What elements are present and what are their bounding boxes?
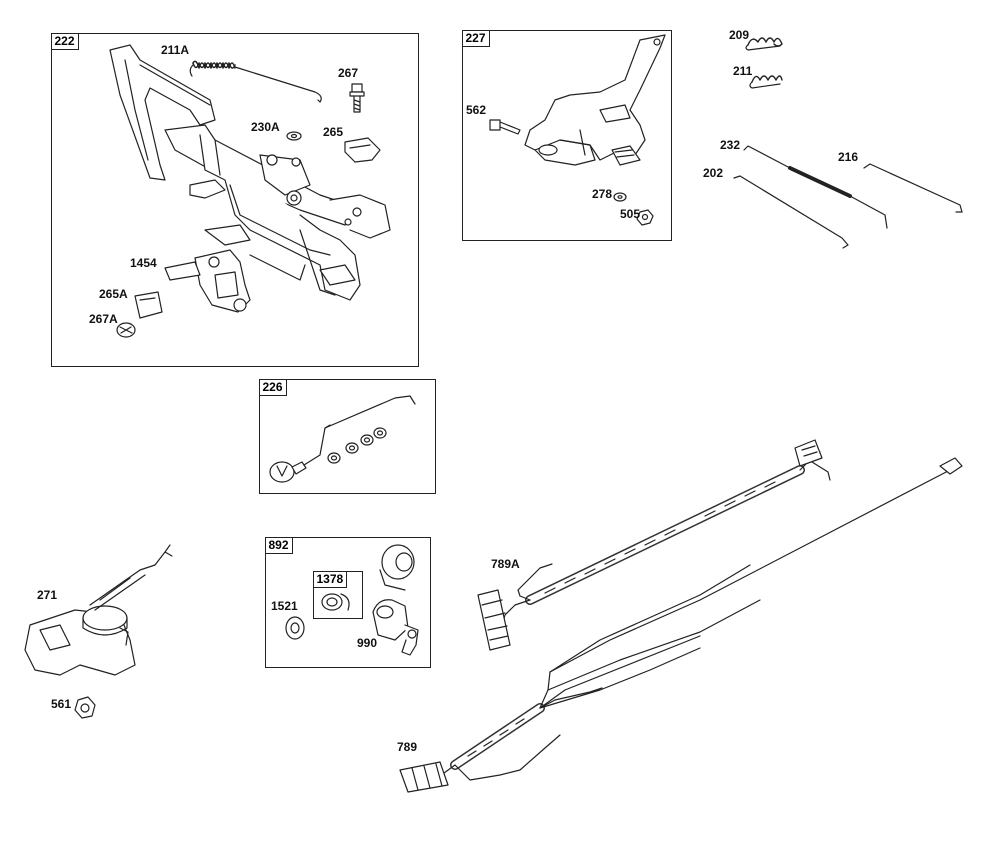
control-bracket-drawing bbox=[109, 44, 391, 338]
harness-789-drawing bbox=[399, 457, 963, 793]
harness-789A-drawing bbox=[477, 439, 831, 651]
group-box-227: 227 bbox=[461, 29, 672, 241]
group-tag-1378: 1378 bbox=[312, 570, 348, 588]
callout-230A: 230A bbox=[251, 120, 280, 134]
callout-267A: 267A bbox=[89, 312, 118, 326]
group-box-1378: 1378 bbox=[312, 570, 363, 619]
callout-265: 265 bbox=[323, 125, 344, 139]
callout-202: 202 bbox=[703, 166, 724, 180]
choke-control-drawing bbox=[269, 395, 416, 483]
callout-789: 789 bbox=[397, 740, 418, 754]
throttle-control-drawing bbox=[24, 544, 173, 719]
callout-1521: 1521 bbox=[271, 599, 298, 613]
callout-278: 278 bbox=[592, 187, 613, 201]
ignition-switch-drawing bbox=[285, 544, 419, 656]
group-tag-226: 226 bbox=[258, 378, 287, 396]
callout-789A: 789A bbox=[491, 557, 520, 571]
group-box-226: 226 bbox=[258, 378, 436, 494]
group-box-892: 892 bbox=[264, 536, 431, 668]
group-tag-222: 222 bbox=[50, 32, 79, 50]
group-tag-892: 892 bbox=[264, 536, 293, 554]
callout-562: 562 bbox=[466, 103, 487, 117]
group-tag-227: 227 bbox=[461, 29, 490, 47]
callout-211A: 211A bbox=[161, 43, 190, 57]
callout-209: 209 bbox=[729, 28, 750, 42]
callout-211: 211 bbox=[733, 64, 753, 78]
callout-265A: 265A bbox=[99, 287, 128, 301]
callout-990: 990 bbox=[357, 636, 378, 650]
springs-rods-drawing bbox=[733, 37, 963, 249]
control-plate-drawing bbox=[489, 34, 666, 226]
callout-561: 561 bbox=[51, 697, 72, 711]
callout-1454: 1454 bbox=[130, 256, 157, 270]
callout-232: 232 bbox=[720, 138, 741, 152]
callout-216: 216 bbox=[838, 150, 859, 164]
callout-505: 505 bbox=[620, 207, 641, 221]
callout-267: 267 bbox=[338, 66, 359, 80]
group-box-222: 222 bbox=[50, 32, 419, 367]
callout-271: 271 bbox=[37, 588, 58, 602]
